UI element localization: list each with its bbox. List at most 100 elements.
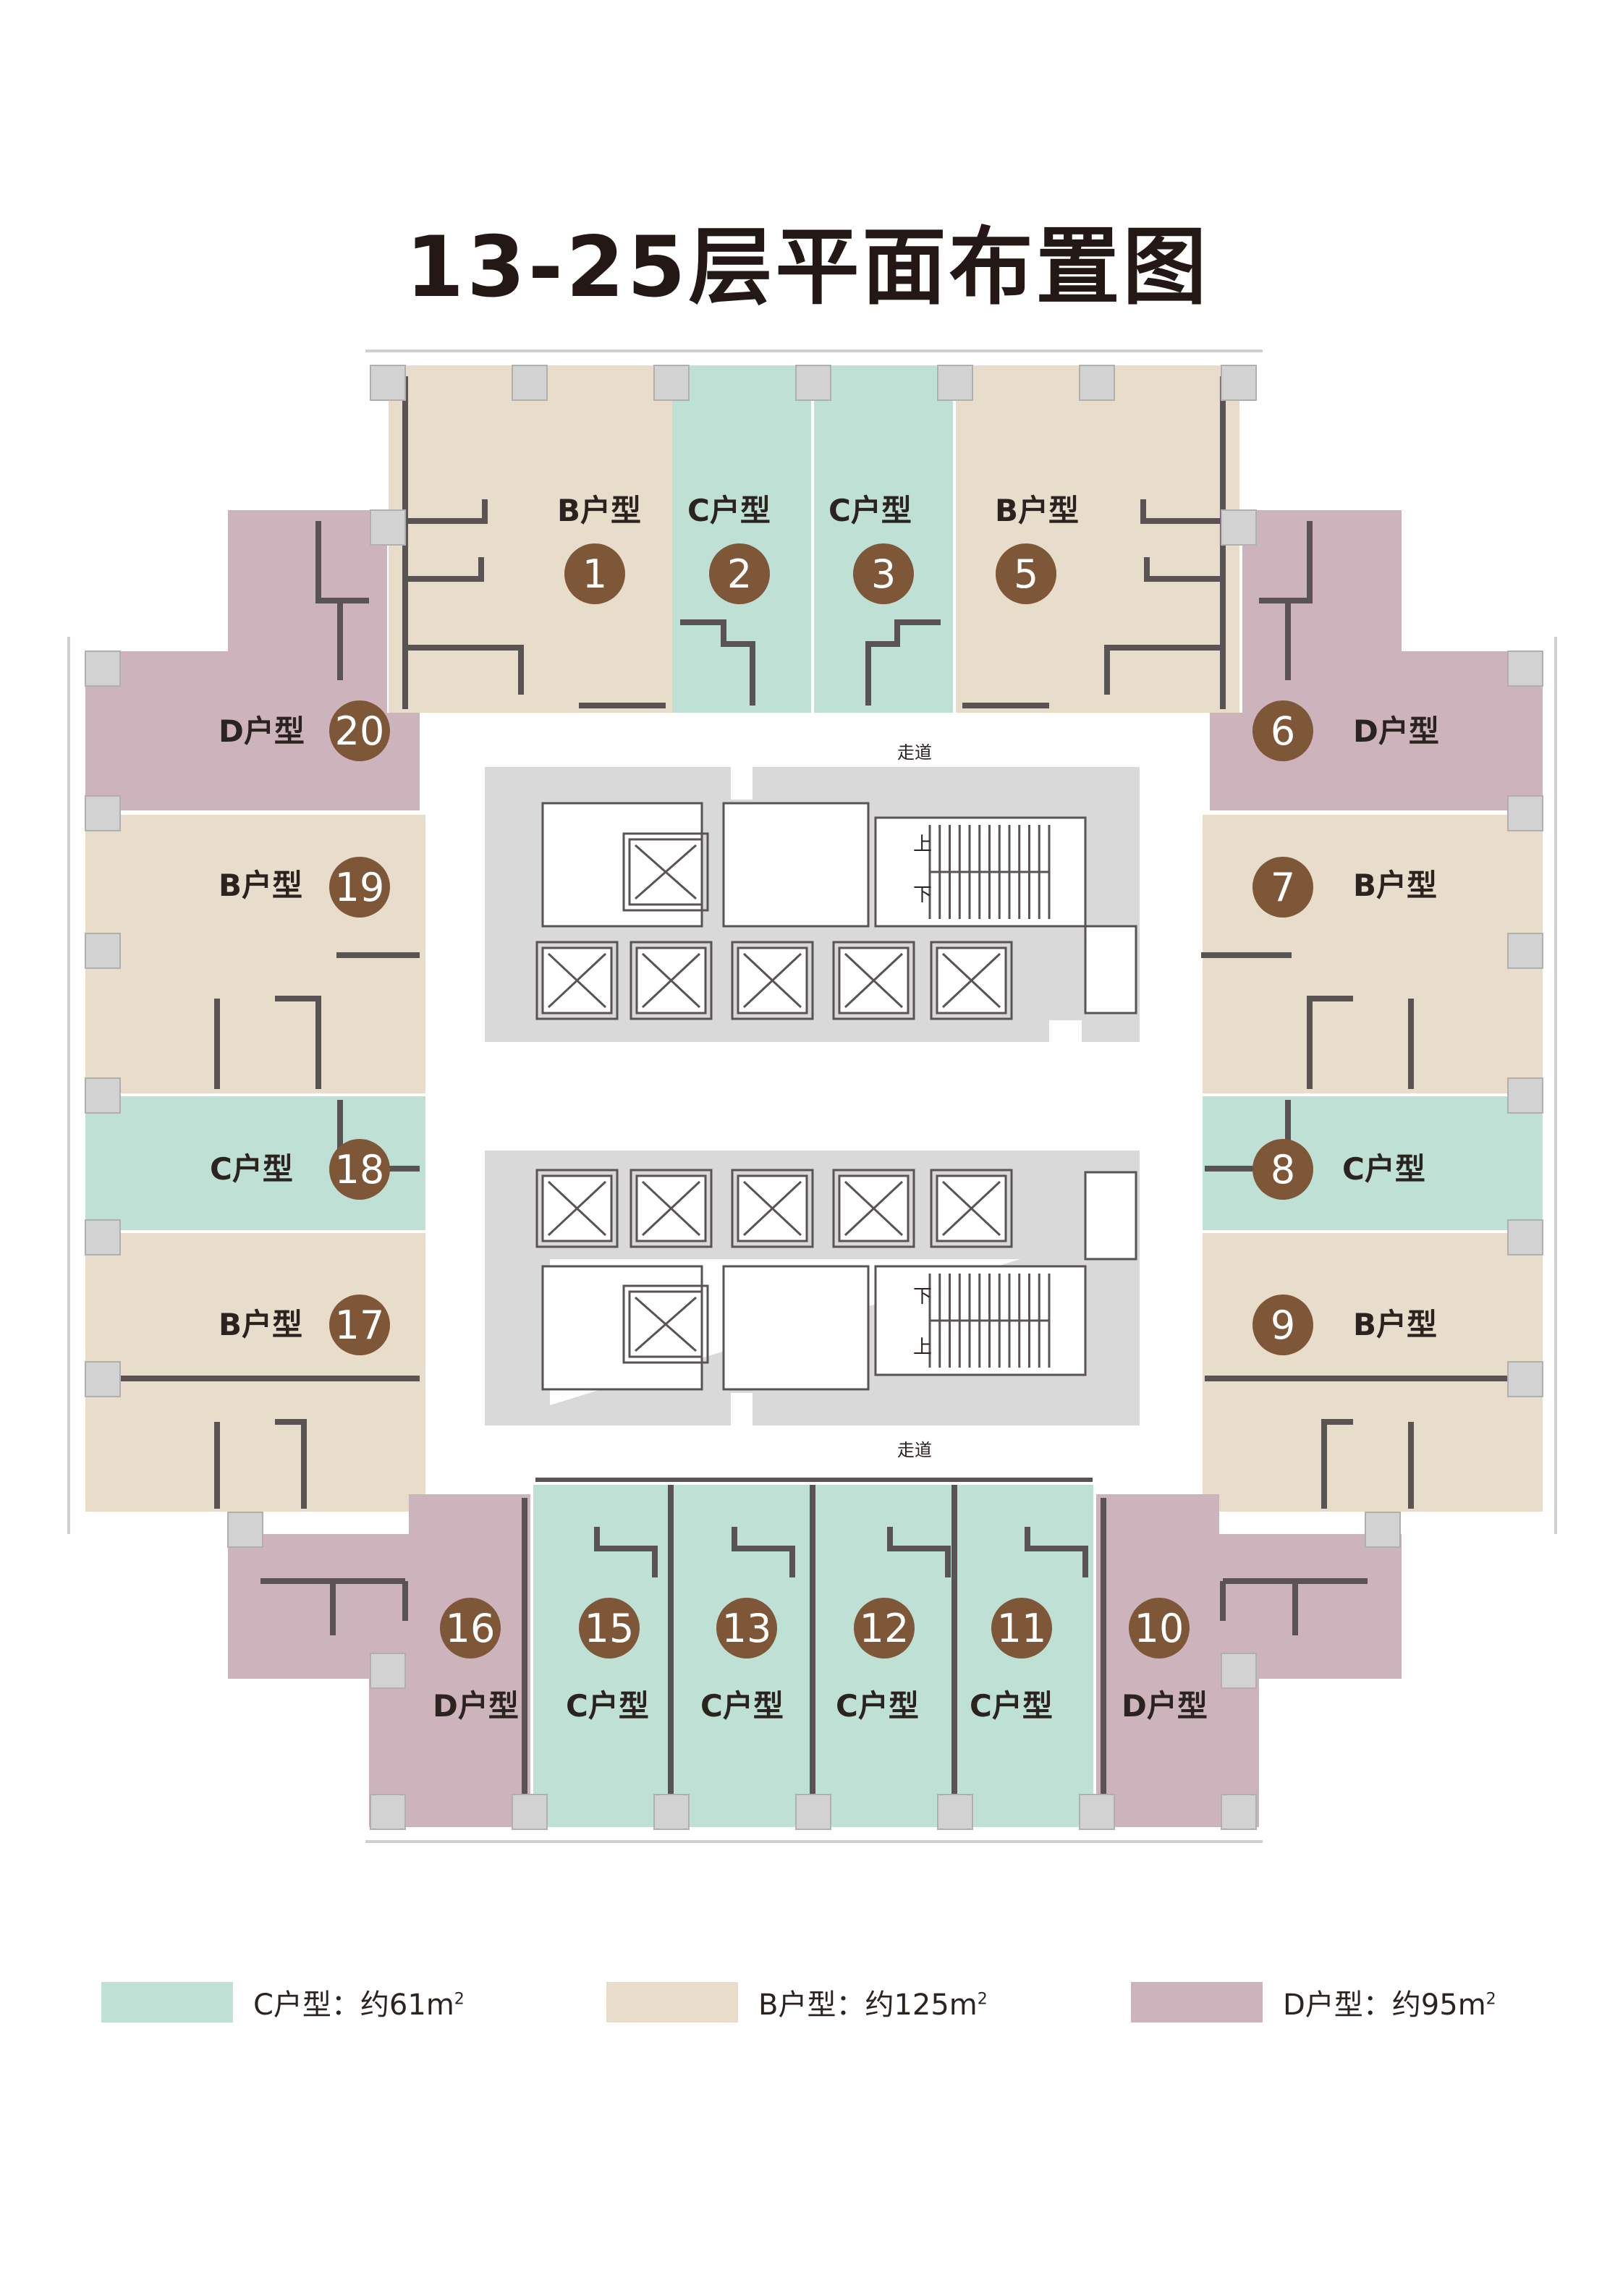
unit-17-type-label: B户型 [219,1307,302,1342]
unit-20-badge[interactable] [329,700,390,761]
elevator-6-cross-b [547,1180,607,1237]
unit-11-number: 11 [997,1606,1047,1651]
unit-1-area[interactable] [389,365,672,713]
upstair-label-2: 上 [913,1336,932,1358]
elevator-3-cross-b [742,952,802,1009]
unit-17-number: 17 [335,1302,385,1348]
elevator-1-cross-b [547,952,607,1009]
legend-b-sup: 2 [977,1990,988,2009]
elevator-7-cross-b [641,1180,701,1237]
unit-8-badge[interactable] [1252,1139,1313,1200]
elevator-0-cross-b [635,844,697,900]
legend-c-label: C户型：约61m [253,1988,454,2022]
unit-9-area[interactable] [1203,1233,1543,1512]
unit-7-number: 7 [1271,865,1295,910]
unit-17-badge[interactable] [329,1295,390,1355]
unit-6-badge[interactable] [1252,700,1313,761]
elevator-11-cross-b [635,1296,697,1352]
unit-9-number: 9 [1271,1302,1295,1348]
elevator-6-shaft [535,1169,619,1248]
elevators [535,832,1013,1364]
elevator-8-shaft [731,1169,814,1248]
unit-3-badge[interactable] [853,543,914,604]
elevator-8-cross-b [742,1180,802,1237]
corridor-bottom-label: 走道 [897,1440,932,1460]
unit-3-area[interactable] [814,365,953,713]
legend-b: B户型：约125m2 [606,1981,988,2023]
unit-13-badge[interactable] [716,1598,777,1659]
core-labels: 上 下 下 上 走道 走道 [897,742,932,1460]
unit-20-number: 20 [335,708,385,754]
unit-10-badge[interactable] [1129,1598,1190,1659]
corridor-top-label: 走道 [897,742,932,763]
unit-6-area[interactable] [1210,510,1543,810]
structural-columns [85,365,1543,1830]
unit-18-badge[interactable] [329,1139,390,1200]
unit-19-type-label: B户型 [219,868,302,903]
legend-d: D户型：约95m2 [1131,1981,1496,2023]
unit-20-type-label: D户型 [219,713,305,749]
page-title: 13-25层平面布置图 [405,219,1210,316]
unit-19-number: 19 [335,865,385,910]
elevator-2-cross-b [641,952,701,1009]
unit-9-badge[interactable] [1252,1295,1313,1355]
unit-18-type-label: C户型 [210,1151,293,1187]
legend-c: C户型：约61m2 [101,1981,465,2023]
unit-walls [87,376,1541,1827]
unit-6-number: 6 [1271,708,1295,754]
upstair-label-1: 上 [913,834,932,855]
unit-20-area[interactable] [85,510,420,810]
elevator-3-shaft [731,941,814,1020]
unit-1-badge[interactable] [564,543,625,604]
unit-11-type-label: C户型 [970,1688,1053,1724]
unit-5-badge[interactable] [996,543,1056,604]
elevator-1-shaft [535,941,619,1020]
unit-5-type-label: B户型 [995,493,1079,528]
unit-8-type-label: C户型 [1342,1151,1425,1187]
unit-9-type-label: B户型 [1353,1307,1437,1342]
unit-2-type-label: C户型 [687,493,771,528]
unit-17-area[interactable] [85,1233,425,1512]
elevator-7-shaft [630,1169,713,1248]
unit-1-number: 1 [582,551,607,597]
unit-8-number: 8 [1271,1147,1295,1193]
unit-5-area[interactable] [956,365,1239,713]
unit-15-type-label: C户型 [566,1688,649,1724]
unit-16-number: 16 [446,1606,496,1651]
unit-labels: B户型1C户型2C户型3B户型5D户型6B户型7C户型8B户型9D户型10C户型… [210,493,1439,1724]
elevator-5-cross-b [941,952,1001,1009]
unit-16-type-label: D户型 [433,1688,519,1724]
unit-12-number: 12 [860,1606,910,1651]
unit-15-badge[interactable] [579,1598,640,1659]
elevator-9-shaft [832,1169,915,1248]
elevator-11-shaft [622,1284,709,1364]
unit-7-type-label: B户型 [1353,868,1437,903]
elevator-10-shaft [930,1169,1013,1248]
elevator-9-cross-b [844,1180,904,1237]
downstair-label-2: 下 [913,1286,932,1308]
unit-10-number: 10 [1135,1606,1184,1651]
elevator-0-shaft [622,832,709,912]
unit-2-number: 2 [727,551,752,597]
unit-13-number: 13 [722,1606,772,1651]
legend-d-swatch [1131,1982,1263,2022]
outer-frame [67,350,1557,1843]
unit-12-badge[interactable] [854,1598,915,1659]
unit-5-number: 5 [1014,551,1038,597]
unit-19-badge[interactable] [329,857,390,918]
elevator-5-shaft [930,941,1013,1020]
unit-15-number: 15 [585,1606,635,1651]
downstair-label-1: 下 [913,884,932,906]
unit-2-area[interactable] [672,365,811,713]
legend-d-label: D户型：约95m [1283,1988,1486,2022]
stairs [928,825,1051,1368]
unit-11-badge[interactable] [991,1598,1052,1659]
unit-2-badge[interactable] [709,543,770,604]
unit-13-type-label: C户型 [700,1688,784,1724]
unit-16-badge[interactable] [440,1598,501,1659]
unit-7-badge[interactable] [1252,857,1313,918]
elevator-4-shaft [832,941,915,1020]
unit-6-type-label: D户型 [1353,713,1439,749]
unit-3-type-label: C户型 [828,493,912,528]
